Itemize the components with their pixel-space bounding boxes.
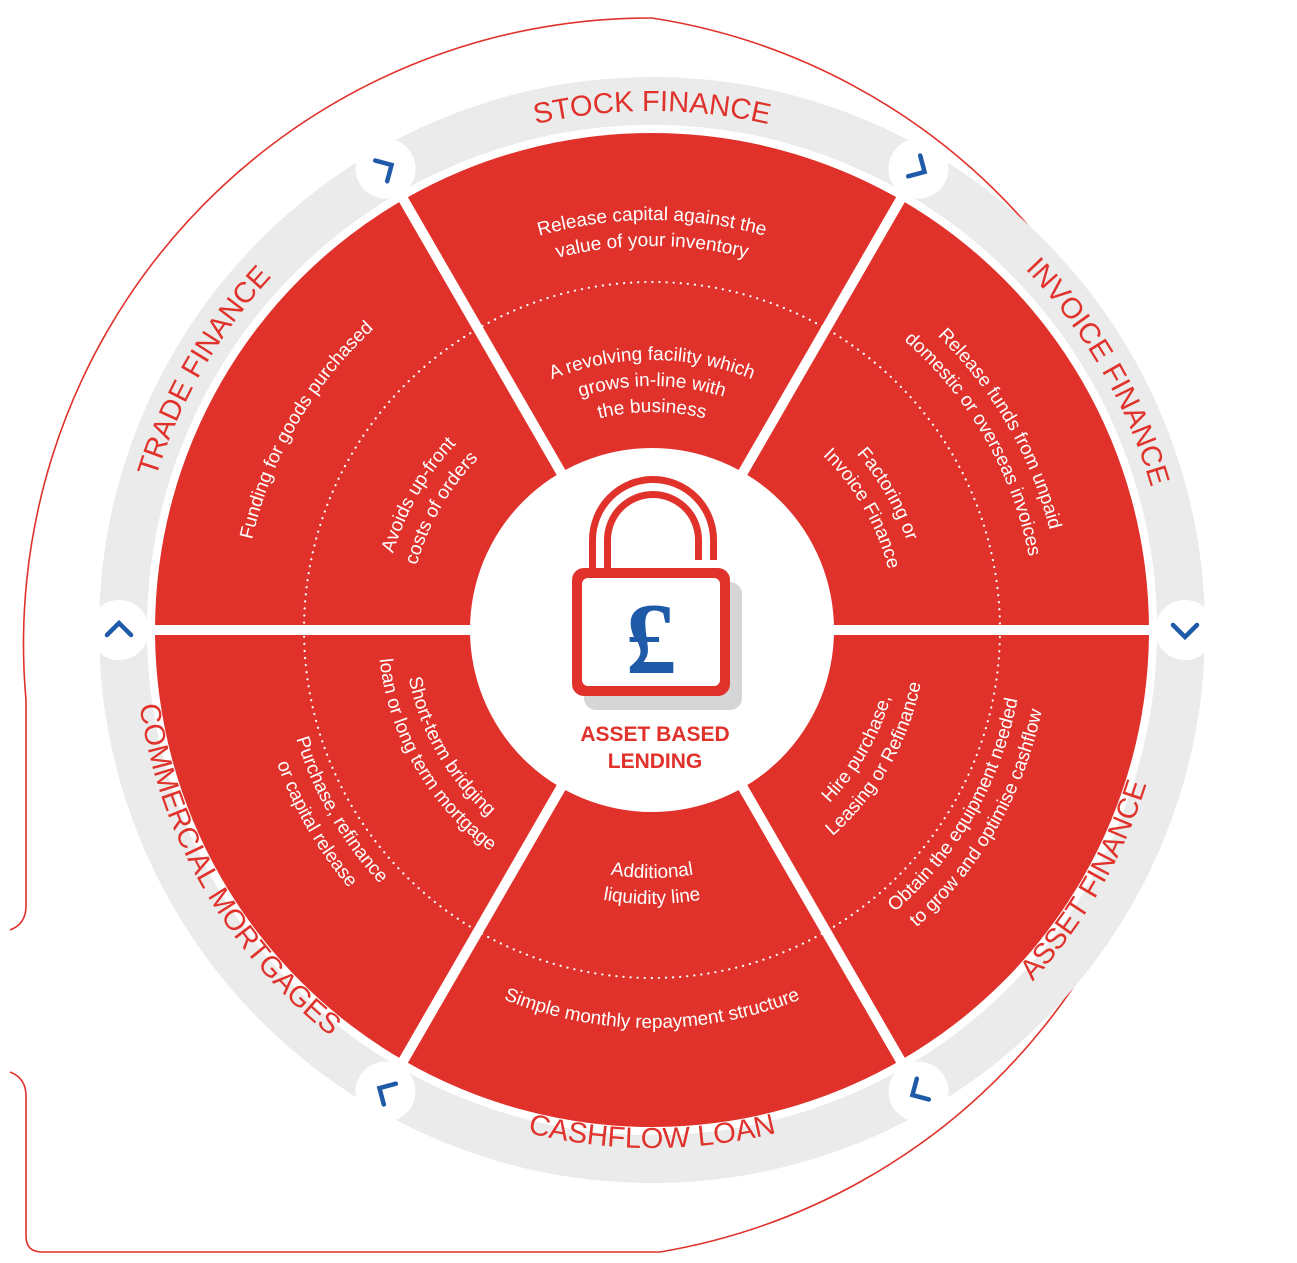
chevron-arrow-icon <box>1155 600 1215 660</box>
pound-symbol: £ <box>626 583 677 696</box>
padlock-pound-icon: £ <box>572 476 742 710</box>
chevron-arrow-icon <box>888 1061 949 1122</box>
segment-cashflow-inner-text-line: liquidity line <box>602 884 702 909</box>
center-title-line1: ASSET BASED <box>580 723 729 746</box>
chevron-arrow-icon <box>89 600 149 660</box>
segment-cashflow-inner-text-line: Additional <box>610 859 695 883</box>
chevron-nodes <box>89 138 1215 1122</box>
segment-cashflow <box>403 630 901 1127</box>
dotted-circle <box>302 280 1002 980</box>
center-hub: £ ASSET BASED LENDING <box>470 448 834 812</box>
chevron-arrow-icon <box>355 1061 416 1122</box>
center-title-line2: LENDING <box>608 750 703 773</box>
chevron-arrow-icon <box>888 138 949 199</box>
dotted-separator-circle <box>302 280 1002 980</box>
chevron-arrow-icon <box>355 138 416 199</box>
segment-stock <box>403 133 901 631</box>
